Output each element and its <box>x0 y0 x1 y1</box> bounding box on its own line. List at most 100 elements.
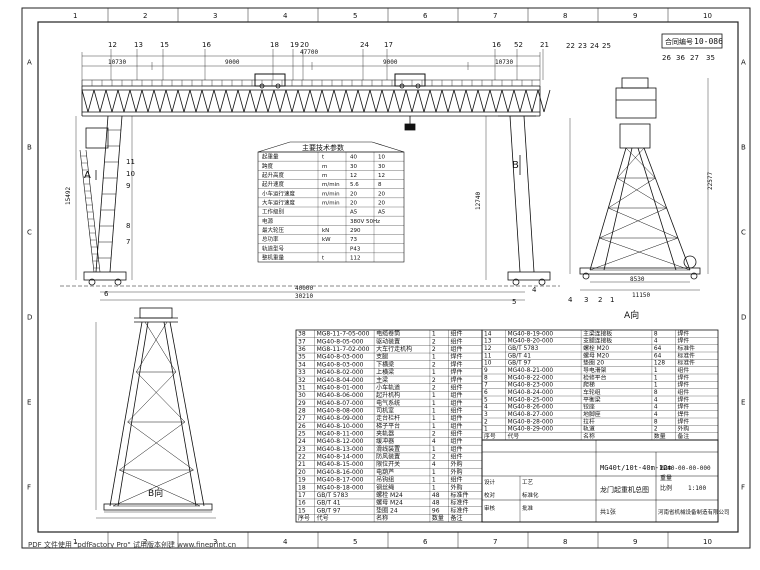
grid-row-label: D <box>741 314 746 322</box>
tech-cell: 112 <box>350 256 361 262</box>
grid-row-label: D <box>27 314 32 322</box>
part-balloon: 24 <box>590 42 599 50</box>
parts-cell: 128 <box>654 361 665 367</box>
dim-right-mid: 9000 <box>383 59 398 66</box>
tech-cell: 轨道型号 <box>262 244 285 252</box>
part-balloon: 16 <box>492 41 501 49</box>
part-balloon: 3 <box>584 296 588 304</box>
grid-col-label: 2 <box>143 12 147 20</box>
tech-cell: P43 <box>350 246 361 252</box>
parts-cell: 16 <box>298 500 306 507</box>
parts-cell: 焊件 <box>678 337 690 345</box>
parts-cell: 1 <box>432 354 436 361</box>
grid-col-label: 6 <box>423 538 428 546</box>
dim-clear: 15492 <box>65 187 72 205</box>
parts-cell: MG40-8-22-000 <box>508 375 554 381</box>
parts-header-cell: 备注 <box>678 432 690 440</box>
parts-cell: 6 <box>484 390 488 396</box>
view-label-a: A <box>84 170 91 181</box>
tech-cell: A5 <box>350 210 358 216</box>
parts-cell: 组件 <box>451 391 463 399</box>
parts-cell: 支腿 <box>376 353 388 361</box>
parts-cell: 2 <box>432 346 436 353</box>
parts-cell: 2 <box>432 361 436 368</box>
parts-cell: 车轮组 <box>583 388 601 396</box>
grid-col-label: 2 <box>143 538 147 546</box>
drawing-number: 10-086 <box>694 37 723 46</box>
parts-cell: 1 <box>432 446 436 453</box>
parts-header-cell: 序号 <box>484 432 496 440</box>
parts-cell: 钢丝绳 <box>376 483 394 491</box>
parts-cell: 组件 <box>451 453 463 461</box>
parts-cell: 吊钩组 <box>376 476 394 484</box>
parts-cell: 1 <box>484 427 488 433</box>
tech-cell: 跨度 <box>262 162 274 170</box>
parts-cell: 1 <box>432 423 436 430</box>
parts-cell: 组件 <box>451 345 463 353</box>
tech-cell: m/min <box>322 201 340 207</box>
grid-row-label: B <box>27 144 32 152</box>
part-balloon: 17 <box>384 41 393 49</box>
grid-row-label: E <box>741 399 745 407</box>
parts-cell: MG40-8-21-000 <box>508 368 554 374</box>
parts-header-cell: 序号 <box>298 514 310 522</box>
parts-cell: 外购 <box>678 425 690 433</box>
part-balloon: 16 <box>202 41 211 49</box>
grid-row-label: A <box>27 59 32 67</box>
parts-cell: 组件 <box>451 399 463 407</box>
parts-header-cell: 数量 <box>432 514 444 522</box>
parts-cell: 48 <box>432 492 440 499</box>
parts-header-cell: 名称 <box>583 432 595 440</box>
parts-cell: 7 <box>484 383 488 389</box>
dim-left: 10730 <box>108 59 126 66</box>
parts-cell: 2 <box>432 377 436 384</box>
parts-cell: 拉杆 <box>583 417 595 425</box>
view-label-bc: B向 <box>148 487 163 499</box>
parts-cell: 铰座 <box>583 403 595 411</box>
parts-cell: 标准件 <box>451 499 469 507</box>
parts-cell: MG40-8-13-000 <box>317 446 364 453</box>
parts-cell: MG40-8-02-000 <box>317 369 364 376</box>
parts-cell: 24 <box>298 438 306 445</box>
tech-cell: 30 <box>350 164 357 170</box>
parts-cell: 主梁连接板 <box>583 329 612 337</box>
dim-base: 40000 <box>295 285 313 292</box>
parts-cell: 96 <box>432 507 440 514</box>
part-balloon: 4 <box>532 286 537 294</box>
tech-cell: kN <box>322 228 329 234</box>
parts-cell: 标准件 <box>678 359 696 367</box>
parts-cell: MG40-8-03-000 <box>317 354 364 361</box>
part-balloon: 26 <box>662 54 671 62</box>
parts-cell: 4 <box>432 438 436 445</box>
parts-cell: 焊件 <box>451 368 463 376</box>
parts-cell: MG40-8-27-000 <box>508 412 554 418</box>
parts-cell: 27 <box>298 415 306 422</box>
parts-cell: 组件 <box>451 437 463 445</box>
part-balloon: 23 <box>578 42 587 50</box>
parts-cell: 33 <box>298 369 306 376</box>
parts-cell: 17 <box>298 492 306 499</box>
title-signature-label: 设计 <box>484 478 496 486</box>
parts-cell: MG40-8-19-000 <box>508 331 554 337</box>
parts-cell: 13 <box>484 339 492 345</box>
part-balloon: 10 <box>126 170 135 178</box>
parts-cell: 4 <box>654 412 658 418</box>
parts-cell: 组件 <box>451 383 463 391</box>
grid-col-label: 8 <box>563 538 567 546</box>
title-signature-label: 批准 <box>522 504 534 512</box>
tech-cell: 起重量 <box>262 153 279 161</box>
parts-cell: 标准件 <box>451 491 469 499</box>
parts-header-cell: 名称 <box>376 514 388 522</box>
parts-cell: 11 <box>484 353 492 359</box>
parts-cell: 标准件 <box>451 506 469 514</box>
parts-cell: 限位开关 <box>376 460 400 468</box>
grid-col-label: 3 <box>213 538 217 546</box>
parts-cell: 1 <box>432 369 436 376</box>
parts-cell: 外购 <box>451 460 463 468</box>
parts-cell: 35 <box>298 354 306 361</box>
side-dimension-texts: 8530 11150 22577 A向 <box>624 172 714 321</box>
title-name: 龙门起重机总图 <box>600 485 649 494</box>
